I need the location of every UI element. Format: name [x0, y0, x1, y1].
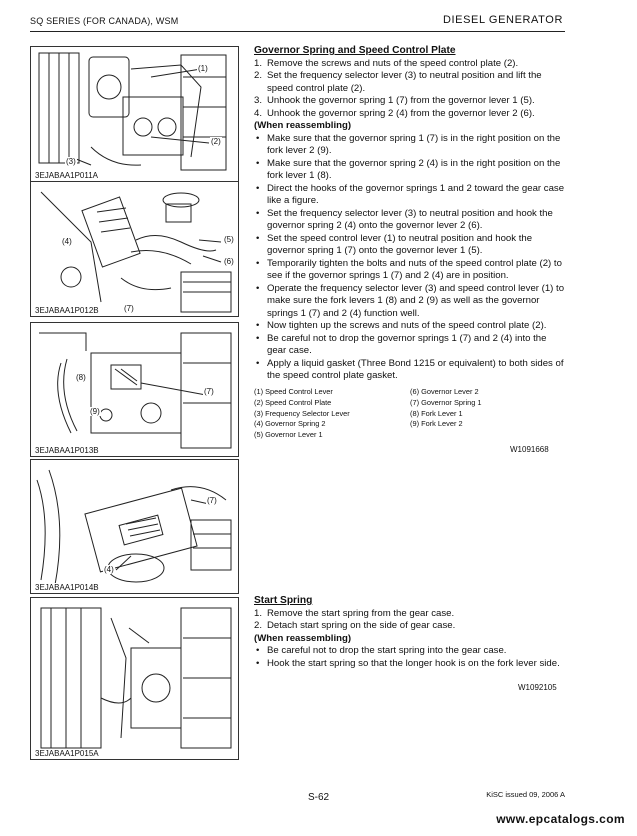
- list-item: Be careful not to drop the governor spri…: [254, 333, 566, 358]
- list-item: Direct the hooks of the governor springs…: [254, 183, 566, 208]
- legend-item: (1) Speed Control Lever: [254, 387, 333, 396]
- list-item: 2.Set the frequency selector lever (3) t…: [254, 70, 542, 94]
- figure-spring-hooks: (7) (4) 3EJABAA1P014B: [30, 459, 239, 594]
- legend-item: (6) Governor Lever 2: [410, 387, 479, 396]
- list-item: Hook the start spring so that the longer…: [254, 658, 566, 671]
- engine-illustration: [36, 469, 232, 586]
- figure-code: 3EJABAA1P014B: [33, 583, 101, 592]
- list-item: Set the speed control lever (1) to neutr…: [254, 233, 566, 258]
- callout: (1): [197, 64, 209, 73]
- figure-code: 3EJABAA1P015A: [33, 749, 101, 758]
- list-item: Apply a liquid gasket (Three Bond 1215 o…: [254, 358, 566, 383]
- callout: (3): [65, 157, 77, 166]
- bullet-list: Make sure that the governor spring 1 (7)…: [254, 133, 566, 383]
- list-item: 3.Unhook the governor spring 1 (7) from …: [254, 95, 535, 106]
- reassembling-heading: (When reassembling): [254, 120, 352, 131]
- list-item: Make sure that the governor spring 1 (7)…: [254, 133, 566, 158]
- list-item: 2.Detach start spring on the side of gea…: [254, 620, 456, 631]
- list-item: Be careful not to drop the start spring …: [254, 645, 566, 658]
- legend-item: (2) Speed Control Plate: [254, 397, 332, 407]
- legend-item: (7) Governor Spring 1: [410, 397, 482, 407]
- issue-note: KiSC issued 09, 2006 A: [486, 790, 565, 799]
- list-item: Operate the frequency selector lever (3)…: [254, 283, 566, 321]
- list-item: Make sure that the governor spring 2 (4)…: [254, 158, 566, 183]
- callout: (6): [223, 257, 235, 266]
- engine-illustration: [40, 191, 232, 313]
- list-item: 1.Remove the start spring from the gear …: [254, 607, 455, 619]
- step-list: 1.Remove the start spring from the gear …: [254, 608, 566, 633]
- figure-governor-springs: (5) (4) (6) (7) 3EJABAA1P012B: [30, 181, 239, 317]
- step-list: 1.Remove the screws and nuts of the spee…: [254, 58, 566, 121]
- list-item: Now tighten up the screws and nuts of th…: [254, 320, 566, 333]
- section-code: W1091668: [510, 445, 549, 454]
- section-title: Governor Spring and Speed Control Plate: [254, 45, 456, 56]
- figure-start-spring: 3EJABAA1P015A: [30, 597, 239, 760]
- governor-section: Governor Spring and Speed Control Plate …: [254, 45, 566, 383]
- list-item: Set the frequency selector lever (3) to …: [254, 208, 566, 233]
- section-title: Start Spring: [254, 595, 313, 606]
- header-title: DIESEL GENERATOR: [442, 14, 563, 26]
- list-item: 4.Unhook the governor spring 2 (4) from …: [254, 107, 535, 119]
- page-number: S-62: [307, 792, 330, 803]
- callout: (9): [89, 407, 101, 416]
- engine-illustration: [38, 52, 227, 171]
- legend-item: (3) Frequency Selector Lever: [254, 408, 350, 418]
- header-series: SQ SERIES (FOR CANADA), WSM: [30, 16, 179, 26]
- engine-illustration: [39, 332, 232, 449]
- figure-code: 3EJABAA1P013B: [33, 446, 101, 455]
- figure-code: 3EJABAA1P012B: [33, 306, 101, 315]
- callout: (4): [61, 237, 73, 246]
- header-rule: [30, 31, 565, 32]
- legend-item: (4) Governor Spring 2: [254, 419, 326, 429]
- callout: (4): [103, 565, 115, 574]
- legend-item: (8) Fork Lever 1: [410, 408, 463, 418]
- figure-fork-levers: (8) (7) (9) 3EJABAA1P013B: [30, 322, 239, 457]
- callout: (5): [223, 235, 235, 244]
- watermark-url: www.epcatalogs.com: [496, 812, 625, 826]
- callout: (8): [75, 373, 87, 382]
- figure-code: 3EJABAA1P011A: [33, 171, 101, 180]
- figure-speed-control-plate: (1) (2) (3) 3EJABAA1P011A: [30, 46, 239, 182]
- bullet-list: Be careful not to drop the start spring …: [254, 645, 566, 670]
- start-spring-section: Start Spring 1.Remove the start spring f…: [254, 595, 566, 670]
- callout: (7): [203, 387, 215, 396]
- callout: (7): [206, 496, 218, 505]
- callout: (2): [210, 137, 222, 146]
- legend-item: (5) Governor Lever 1: [254, 430, 323, 440]
- list-item: Temporarily tighten the bolts and nuts o…: [254, 258, 566, 283]
- legend-item: (9) Fork Lever 2: [410, 419, 463, 429]
- list-item: 1.Remove the screws and nuts of the spee…: [254, 57, 519, 69]
- engine-illustration: [40, 607, 232, 749]
- section-code: W1092105: [518, 683, 557, 692]
- reassembling-heading: (When reassembling): [254, 632, 352, 644]
- callout: (7): [123, 304, 135, 313]
